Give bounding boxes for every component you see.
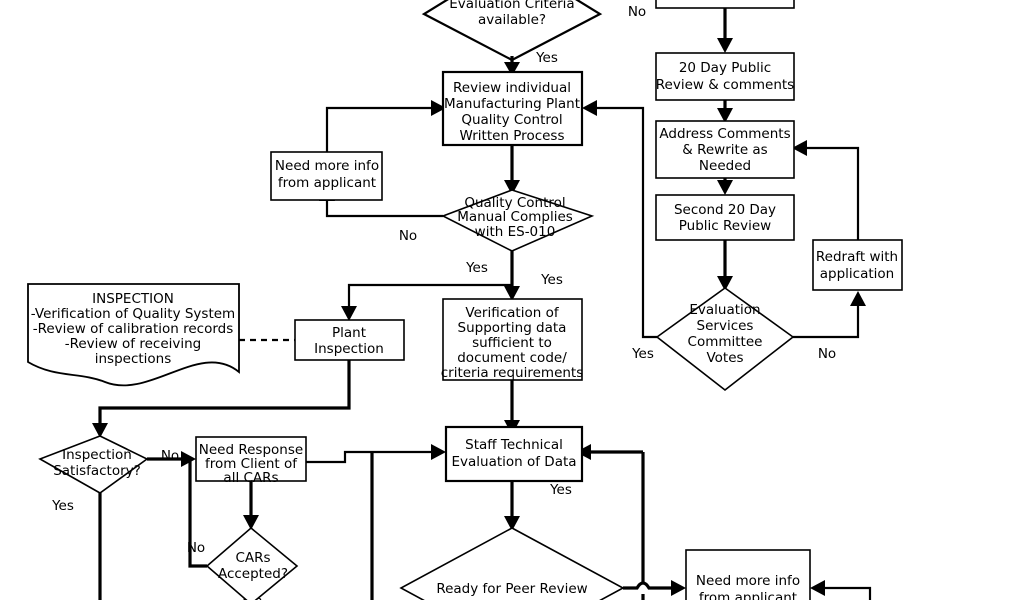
- node-ready-peer-review: Ready for Peer Review: [399, 527, 625, 600]
- edge-label-qc-yes-right: Yes: [540, 272, 563, 288]
- edge-label-votes-yes: Yes: [631, 346, 654, 362]
- evaluation-criteria-line1: Evaluation Criteria: [449, 0, 574, 12]
- second-twenty-line1: Second 20 Day: [674, 202, 776, 218]
- need-more-info-left-line1: Need more info: [275, 158, 379, 174]
- inspection-note-line3: -Review of calibration records: [33, 321, 234, 337]
- node-qc-manual-complies: Quality Control Manual Complies with ES-…: [441, 189, 595, 252]
- need-response-line1: Need Response: [199, 442, 303, 458]
- votes-line2: Services: [697, 318, 754, 334]
- twenty-day-line1: 20 Day Public: [679, 60, 771, 76]
- qc-manual-line1: Quality Control: [464, 195, 565, 211]
- edge-votes-yes: Yes: [582, 100, 657, 362]
- node-need-more-info-left: Need more info from applicant: [270, 151, 383, 201]
- ready-peer-review-line1: Ready for Peer Review: [436, 581, 587, 597]
- staff-technical-line2: Evaluation of Data: [451, 454, 576, 470]
- edge-label-qc-yes: Yes: [465, 260, 488, 276]
- inspection-note-line5: inspections: [95, 351, 172, 367]
- edge-needinfo-to-review: [325, 100, 446, 152]
- address-comments-line2: & Rewrite as: [682, 142, 767, 158]
- review-individual-line2: Manufacturing Plant: [444, 96, 580, 112]
- need-response-line2: from Client of: [205, 456, 298, 472]
- address-comments-line3: Needed: [699, 158, 751, 174]
- edge-criteria-yes: Yes: [504, 50, 558, 76]
- edge-right-return-to-needinfo: [810, 580, 872, 600]
- staff-technical-line1: Staff Technical: [465, 437, 563, 453]
- edge-label-qc-no: No: [399, 228, 417, 244]
- node-evaluation-criteria: Evaluation Criteria available?: [421, 0, 603, 62]
- votes-line3: Committee: [688, 334, 763, 350]
- edge-redraft-to-address: [792, 140, 860, 240]
- edge-topright-to-20day: [717, 8, 733, 53]
- plant-inspection-line2: Inspection: [314, 341, 384, 357]
- redraft-line1: Redraft with: [816, 249, 898, 265]
- edge-qc-yes-down: Yes: [465, 250, 520, 301]
- edge-needresponse-to-staff: [306, 444, 446, 464]
- need-response-line3: all CARs: [223, 470, 278, 486]
- inspection-satisfactory-line1: Inspection: [62, 447, 132, 463]
- edge-label-inspection-no: No: [161, 448, 179, 464]
- edge-votes-no: No: [793, 291, 866, 362]
- cars-accepted-line2: Accepted?: [218, 566, 288, 582]
- need-more-info-left-line2: from applicant: [278, 175, 376, 191]
- verification-line2: Supporting data: [458, 320, 567, 336]
- edge-cars-no: No: [187, 459, 207, 568]
- edge-label-cars-no: No: [187, 540, 205, 556]
- edge-label-inspection-yes: Yes: [51, 498, 74, 514]
- node-redraft-with-application: Redraft with application: [812, 239, 903, 291]
- votes-line1: Evaluation: [689, 302, 760, 318]
- edge-label-criteria-yes: Yes: [535, 50, 558, 66]
- inspection-note-line2: -Verification of Quality System: [31, 306, 235, 322]
- edge-qc-yes-to-plant: Yes: [341, 272, 563, 321]
- edge-review-to-qc: [504, 145, 520, 195]
- need-more-info-right-line1: Need more info: [696, 573, 800, 589]
- edge-label-staff-yes: Yes: [549, 482, 572, 498]
- cars-accepted-line1: CARs: [235, 550, 270, 566]
- need-more-info-right-line2: from applicant: [699, 590, 797, 600]
- review-individual-line1: Review individual: [453, 80, 571, 96]
- plant-inspection-line1: Plant: [332, 325, 366, 341]
- node-20-day-public-review: 20 Day Public Review & comments: [655, 52, 795, 101]
- node-evaluation-services-votes: Evaluation Services Committee Votes: [655, 287, 795, 392]
- second-twenty-line2: Public Review: [679, 218, 771, 234]
- review-individual-line3: Quality Control: [461, 112, 562, 128]
- votes-line4: Votes: [706, 350, 743, 366]
- edge-20day-to-address: [717, 100, 733, 123]
- node-second-20-day: Second 20 Day Public Review: [655, 194, 795, 241]
- node-top-right-box: [655, 0, 795, 9]
- node-verification-supporting: Verification of Supporting data sufficie…: [441, 298, 584, 381]
- edge-peer-to-needinfo: [623, 580, 686, 596]
- address-comments-line1: Address Comments: [659, 126, 790, 142]
- evaluation-criteria-line2: available?: [478, 12, 546, 28]
- inspection-note-title: INSPECTION: [92, 291, 174, 307]
- verification-line5: criteria requirements: [441, 365, 584, 381]
- twenty-day-line2: Review & comments: [656, 77, 794, 93]
- node-inspection-satisfactory: Inspection Satisfactory?: [38, 435, 149, 494]
- edge-label-votes-no: No: [818, 346, 836, 362]
- node-staff-technical: Staff Technical Evaluation of Data: [444, 425, 584, 483]
- edge-plant-to-inspection: [92, 360, 351, 438]
- edge-needresponse-to-cars: [243, 481, 259, 530]
- edge-label-criteria-no: No: [628, 4, 646, 20]
- verification-line1: Verification of: [465, 305, 559, 321]
- node-cars-accepted: CARs Accepted?: [205, 526, 299, 600]
- inspection-satisfactory-line2: Satisfactory?: [53, 463, 141, 479]
- edge-address-to-second: [717, 178, 733, 195]
- edge-staff-right-vertical: Yes: [549, 444, 645, 600]
- verification-line4: document code/: [457, 350, 567, 366]
- node-inspection-note: INSPECTION -Verification of Quality Syst…: [27, 283, 240, 387]
- qc-manual-line2: Manual Complies: [457, 209, 573, 225]
- redraft-line2: application: [820, 266, 894, 282]
- node-need-more-info-right: Need more info from applicant: [685, 549, 811, 600]
- edge-staff-to-peer: [504, 481, 520, 531]
- node-plant-inspection: Plant Inspection: [294, 319, 405, 361]
- qc-manual-line3: with ES-010: [475, 224, 556, 240]
- inspection-note-line4: -Review of receiving: [65, 336, 202, 352]
- node-need-response-cars: Need Response from Client of all CARs: [195, 436, 307, 486]
- edge-second-to-votes: [717, 240, 733, 291]
- verification-line3: sufficient to: [472, 335, 552, 351]
- review-individual-line4: Written Process: [460, 128, 565, 144]
- node-review-individual: Review individual Manufacturing Plant Qu…: [441, 70, 584, 147]
- node-address-comments: Address Comments & Rewrite as Needed: [655, 120, 795, 179]
